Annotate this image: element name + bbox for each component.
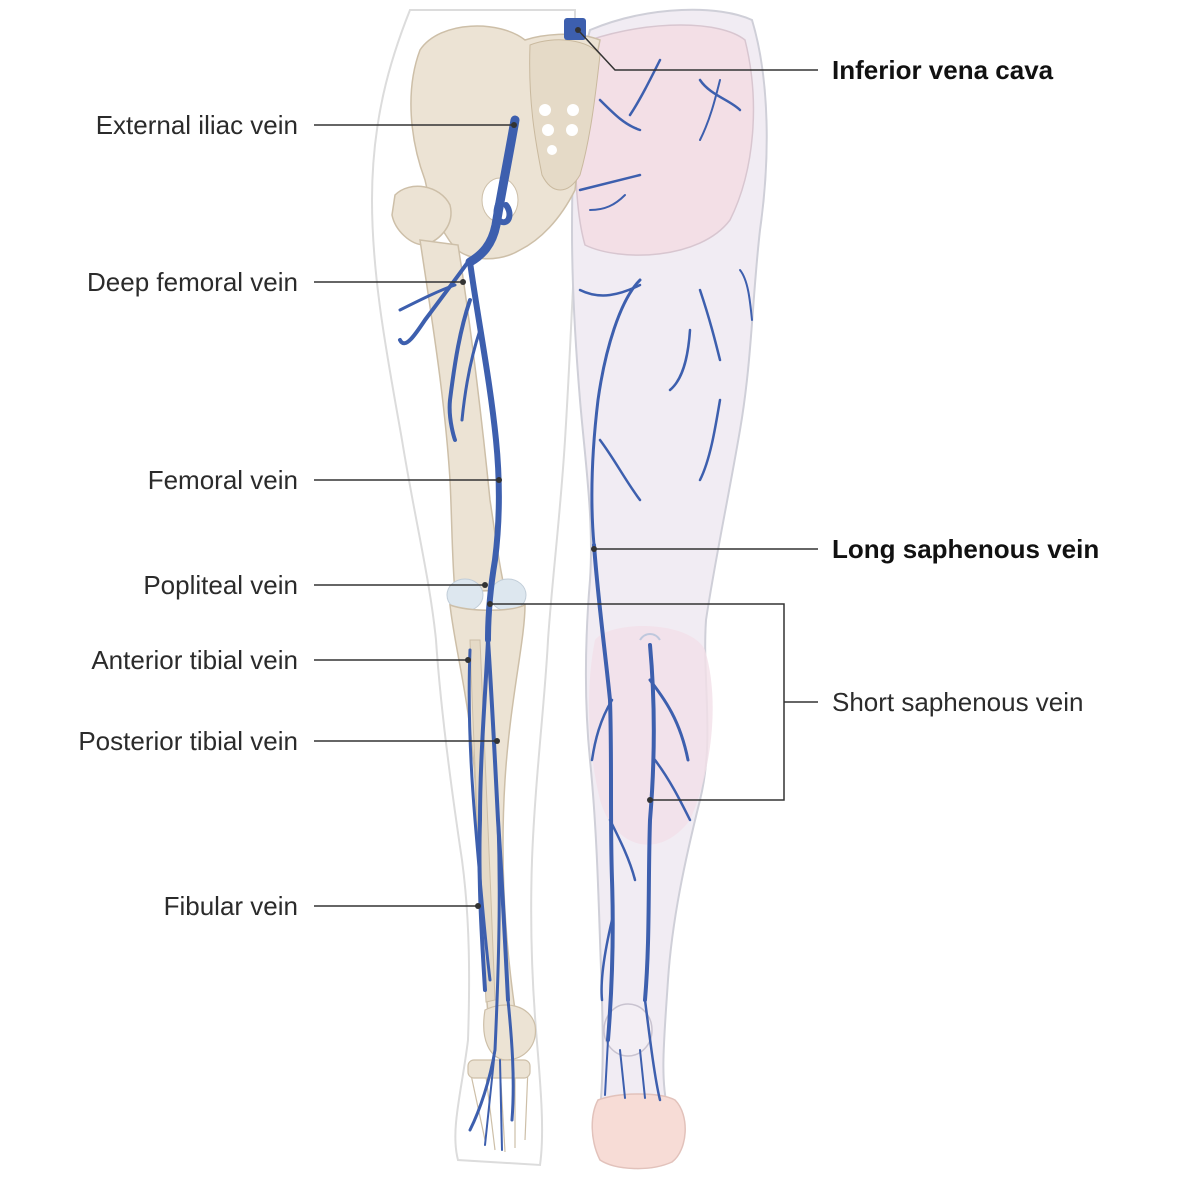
fibula-bone bbox=[469, 639, 496, 1003]
label-popliteal-vein: Popliteal vein bbox=[143, 570, 298, 600]
label-short-saphenous-vein: Short saphenous vein bbox=[832, 687, 1084, 717]
label-posterior-tibial-vein: Posterior tibial vein bbox=[78, 726, 298, 756]
femur-head bbox=[391, 185, 452, 246]
label-anterior-tibial-vein: Anterior tibial vein bbox=[91, 645, 298, 675]
right-leg-skin bbox=[570, 8, 768, 1111]
right-malleolus bbox=[603, 1003, 653, 1057]
deep-veins bbox=[398, 18, 586, 1151]
label-deep-femoral-vein: Deep femoral vein bbox=[87, 267, 298, 297]
left-leg-outline bbox=[370, 9, 576, 1167]
sacrum-bone bbox=[529, 39, 601, 191]
calf-muscle bbox=[588, 626, 713, 845]
gluteal-region bbox=[575, 24, 755, 256]
label-femoral-vein: Femoral vein bbox=[147, 465, 298, 495]
label-fibular-vein: Fibular vein bbox=[163, 891, 298, 921]
label-external-iliac-vein: External iliac vein bbox=[95, 110, 298, 140]
superficial-veins bbox=[578, 58, 753, 1102]
leader-lines bbox=[314, 29, 818, 907]
label-long-saphenous-vein: Long saphenous vein bbox=[832, 534, 1100, 564]
right-foot bbox=[591, 1093, 686, 1170]
foot-bones bbox=[467, 1059, 531, 1153]
label-inferior-vena-cava: Inferior vena cava bbox=[832, 55, 1054, 85]
